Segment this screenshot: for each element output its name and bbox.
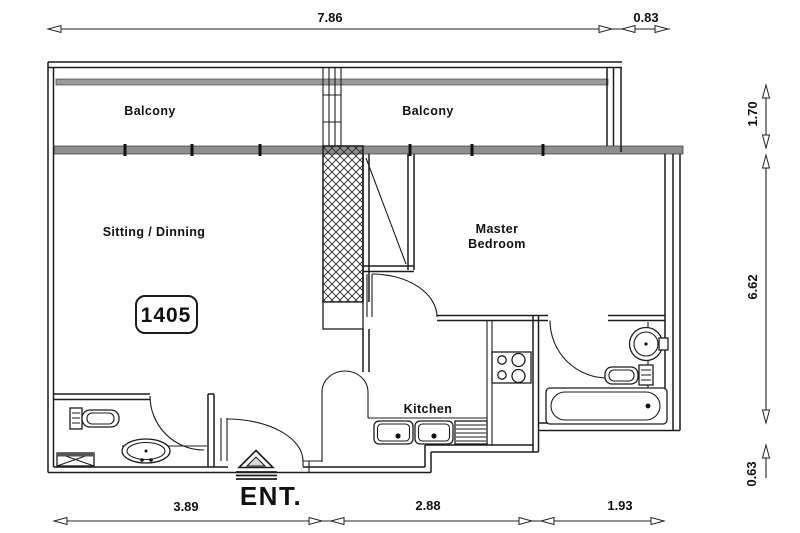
- dim-right-top-label: 1.70: [745, 101, 760, 126]
- arrow-right-icon: [518, 516, 534, 526]
- balcony-divider-wall: [322, 67, 342, 146]
- arrow-up-icon: [761, 153, 771, 169]
- room-labels: Balcony Balcony Sitting / Dinning Master…: [103, 104, 526, 416]
- service-shaft: [322, 145, 364, 330]
- washer-box-icon: [56, 452, 95, 467]
- dim-right-middle-label: 6.62: [745, 274, 760, 299]
- kitchen-label: Kitchen: [404, 402, 453, 416]
- dim-right-bottom-label: 0.63: [744, 461, 759, 486]
- dim-top-main-label: 7.86: [317, 10, 342, 25]
- arrow-left-icon: [329, 516, 345, 526]
- entrance-marker: ENT.: [236, 449, 302, 511]
- arrow-right-icon: [654, 24, 670, 34]
- kitchen-counter-wall: [486, 320, 493, 445]
- arrow-down-icon: [761, 134, 771, 150]
- arrow-up-icon: [761, 443, 771, 459]
- kitchen-fixtures: [321, 351, 532, 462]
- dimension-right: 1.70 6.62 0.63: [744, 83, 771, 487]
- entrance-threshold-lines: [236, 471, 277, 480]
- closet-diagonal: [365, 157, 407, 265]
- master-bathroom-fixtures: [545, 326, 669, 425]
- window-band: [53, 145, 684, 155]
- wall-bottom-kitchen: [425, 444, 539, 453]
- master-sink-icon: [628, 326, 669, 362]
- arrow-right-icon: [650, 516, 666, 526]
- master-toilet-icon: [604, 364, 654, 386]
- guest-bath-walls: [53, 393, 215, 467]
- dim-bottom-right-label: 1.93: [607, 498, 632, 513]
- closet-walls: [363, 154, 415, 273]
- arrow-left-icon: [620, 24, 636, 34]
- doors: [149, 273, 609, 462]
- entry-door-leaf: [220, 418, 228, 461]
- balcony-left-label: Balcony: [124, 104, 175, 118]
- entrance-label: ENT.: [240, 481, 302, 511]
- balcony-rail: [55, 78, 609, 86]
- sitting-dining-label: Sitting / Dinning: [103, 225, 206, 239]
- entrance-triangle-inner: [245, 456, 267, 467]
- guest-sink-icon: [121, 438, 171, 464]
- bathtub-icon: [545, 387, 668, 425]
- arrow-left-icon: [539, 516, 555, 526]
- guest-bath-door-arc: [149, 395, 205, 451]
- arrow-left-icon: [52, 516, 68, 526]
- wall-right: [664, 154, 681, 431]
- dimension-top: 7.86 0.83: [46, 10, 670, 34]
- wall-bedroom-bottom: [437, 314, 665, 322]
- dim-top-extension-label: 0.83: [633, 10, 658, 25]
- balcony-right-wall: [606, 67, 622, 152]
- master-bath-door-arc: [549, 320, 609, 379]
- arrow-right-icon: [598, 24, 614, 34]
- bedroom-door-leaf: [366, 274, 373, 317]
- guest-toilet-icon: [69, 407, 120, 430]
- kitchen-sink-icon: [373, 420, 488, 445]
- stove-icon: [491, 351, 532, 384]
- arrow-right-icon: [308, 516, 324, 526]
- master-bedroom-label-line2: Bedroom: [468, 237, 526, 251]
- kitchen-peninsula: [321, 370, 369, 462]
- entry-right-jamb: [302, 460, 322, 473]
- entry-door-arc: [226, 418, 304, 462]
- shaft-hatched: [322, 145, 364, 303]
- arrow-down-icon: [761, 409, 771, 425]
- wall-top: [48, 61, 622, 69]
- wall-shaft-right: [362, 154, 370, 372]
- master-bedroom-label-line1: Master: [476, 222, 519, 236]
- balcony-right-label: Balcony: [402, 104, 453, 118]
- dimension-bottom: 3.89 2.88 1.93: [52, 498, 666, 526]
- bedroom-door-arc: [371, 273, 438, 318]
- wall-step-entry-kitchen: [424, 445, 432, 473]
- dim-bottom-left-label: 3.89: [173, 499, 198, 514]
- dim-bottom-middle-label: 2.88: [415, 498, 440, 513]
- unit-number-label: 1405: [141, 304, 192, 327]
- wall-left: [47, 62, 55, 473]
- arrow-up-icon: [761, 83, 771, 99]
- guest-bathroom-fixtures: [56, 407, 171, 467]
- drainer-lines: [456, 424, 486, 442]
- arrow-left-icon: [46, 24, 62, 34]
- shaft-lower-box: [322, 301, 364, 330]
- wall-kitchen-bath: [532, 315, 540, 452]
- window-ticks: [123, 144, 545, 156]
- unit-number-badge: 1405: [135, 295, 198, 334]
